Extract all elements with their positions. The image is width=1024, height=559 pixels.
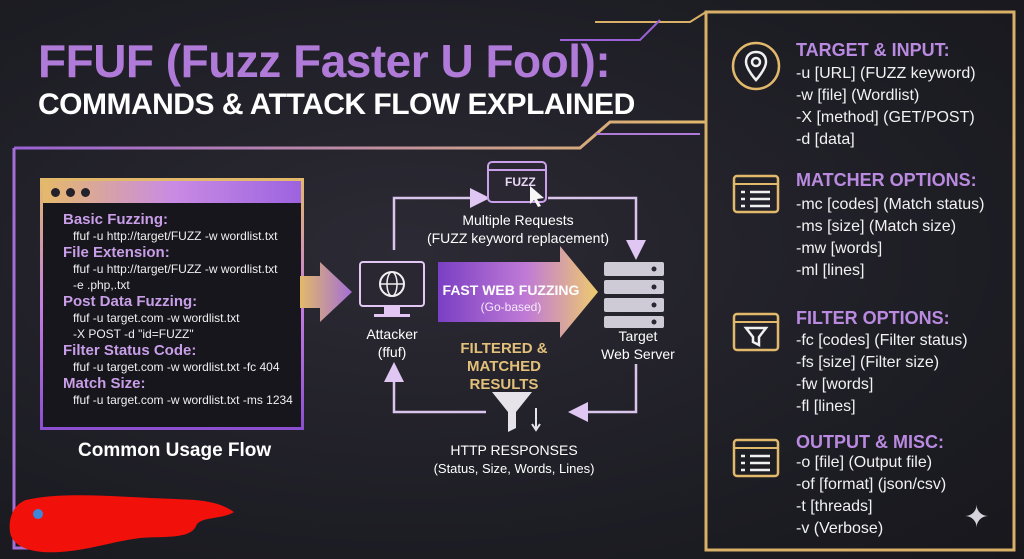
option-line: -fl [lines] <box>796 398 856 415</box>
command-line: ffuf -u http://target/FUZZ -w wordlist.t… <box>73 262 278 276</box>
filtered-line-2: MATCHED RESULTS <box>467 358 541 393</box>
command-line: -X POST -d "id=FUZZ" <box>73 327 194 341</box>
target-label-2: Web Server <box>601 346 675 362</box>
option-line: -d [data] <box>796 131 855 148</box>
checklist-icon <box>732 174 780 214</box>
command-line: ffuf -u target.com -w wordlist.txt <box>73 311 240 325</box>
requests-label-2: (FUZZ keyword replacement) <box>426 230 610 246</box>
filtered-results-label: FILTERED & MATCHED RESULTS <box>446 340 562 394</box>
filter-options-title: FILTER OPTIONS: <box>796 308 950 328</box>
terminal-window: Basic Fuzzing: ffuf -u http://target/FUZ… <box>40 178 304 430</box>
command-line: ffuf -u http://target/FUZZ -w wordlist.t… <box>73 229 278 243</box>
fuzz-window-icon <box>487 161 547 207</box>
server-icon <box>604 262 664 328</box>
attacker-label-1: Attacker <box>366 326 418 342</box>
fuzz-badge: FUZZ <box>505 175 536 189</box>
page-title: FFUF (Fuzz Faster U Fool): <box>38 35 611 87</box>
responses-label-2: (Status, Size, Words, Lines) <box>433 461 595 476</box>
section-label: File Extension: <box>63 244 170 261</box>
sparkle-icon: ✦ <box>964 501 990 534</box>
terminal-titlebar <box>43 181 301 203</box>
section-label: Filter Status Code: <box>63 342 197 359</box>
option-line: -ms [size] (Match size) <box>796 218 957 235</box>
option-line: -t [threads] <box>796 498 873 515</box>
option-line: -mc [codes] (Match status) <box>796 196 985 213</box>
terminal-caption: Common Usage Flow <box>78 440 272 461</box>
option-line: -of [format] (json/csv) <box>796 476 947 493</box>
option-line: -mw [words] <box>796 240 883 257</box>
window-dot <box>66 187 75 197</box>
section-label: Basic Fuzzing: <box>63 211 169 228</box>
window-dot <box>51 187 60 197</box>
option-line: -fs [size] (Filter size) <box>796 354 940 371</box>
location-pin-icon <box>731 41 781 91</box>
fast-fuzzing-subtitle: (Go-based) <box>480 300 542 314</box>
matcher-options-title: MATCHER OPTIONS: <box>796 170 977 190</box>
response-arrow <box>568 364 638 422</box>
requests-label-1: Multiple Requests <box>462 212 574 228</box>
request-arrow <box>392 188 490 250</box>
responses-label-1: HTTP RESPONSES <box>450 442 578 458</box>
response-arrow-2 <box>384 362 486 414</box>
window-dot <box>81 187 90 197</box>
option-line: -o [file] (Output file) <box>796 454 933 471</box>
output-misc-title: OUTPUT & MISC: <box>796 432 944 452</box>
fast-fuzzing-title: FAST WEB FUZZING <box>442 282 580 298</box>
option-line: -X [method] (GET/POST) <box>796 109 975 126</box>
option-line: -v (Verbose) <box>796 520 884 537</box>
option-line: -w [file] (Wordlist) <box>796 87 920 104</box>
fast-fuzzing-label: FAST WEB FUZZING (Go-based) <box>436 282 586 314</box>
fast-fuzzing-arrow <box>438 246 598 338</box>
request-arrow-2 <box>548 196 646 260</box>
terminal-body: Basic Fuzzing: ffuf -u http://target/FUZ… <box>43 203 301 408</box>
option-line: -u [URL] (FUZZ keyword) <box>796 65 976 82</box>
command-line: ffuf -u target.com -w wordlist.txt -ms 1… <box>73 393 293 407</box>
command-line: ffuf -u target.com -w wordlist.txt -fc 4… <box>73 360 280 374</box>
option-line: -fw [words] <box>796 376 874 393</box>
section-label: Match Size: <box>63 375 146 392</box>
globe-monitor-icon <box>359 261 425 317</box>
filter-icon <box>732 312 780 352</box>
list-window-icon <box>732 438 780 478</box>
target-input-title: TARGET & INPUT: <box>796 40 950 60</box>
option-line: -ml [lines] <box>796 262 865 279</box>
redaction-mark <box>9 495 234 553</box>
options-panel: TARGET & INPUT: -u [URL] (FUZZ keyword) … <box>706 12 1016 552</box>
command-line: -e .php,.txt <box>73 278 130 292</box>
option-line: -fc [codes] (Filter status) <box>796 332 968 349</box>
target-label-1: Target <box>618 328 658 344</box>
terminal-to-attacker-arrow <box>300 262 352 322</box>
section-label: Post Data Fuzzing: <box>63 293 198 310</box>
filtered-line-1: FILTERED & <box>460 340 548 357</box>
funnel-icon <box>492 392 541 432</box>
attacker-label-2: (ffuf) <box>377 344 407 360</box>
page-subtitle: COMMANDS & ATTACK FLOW EXPLAINED <box>38 88 635 121</box>
